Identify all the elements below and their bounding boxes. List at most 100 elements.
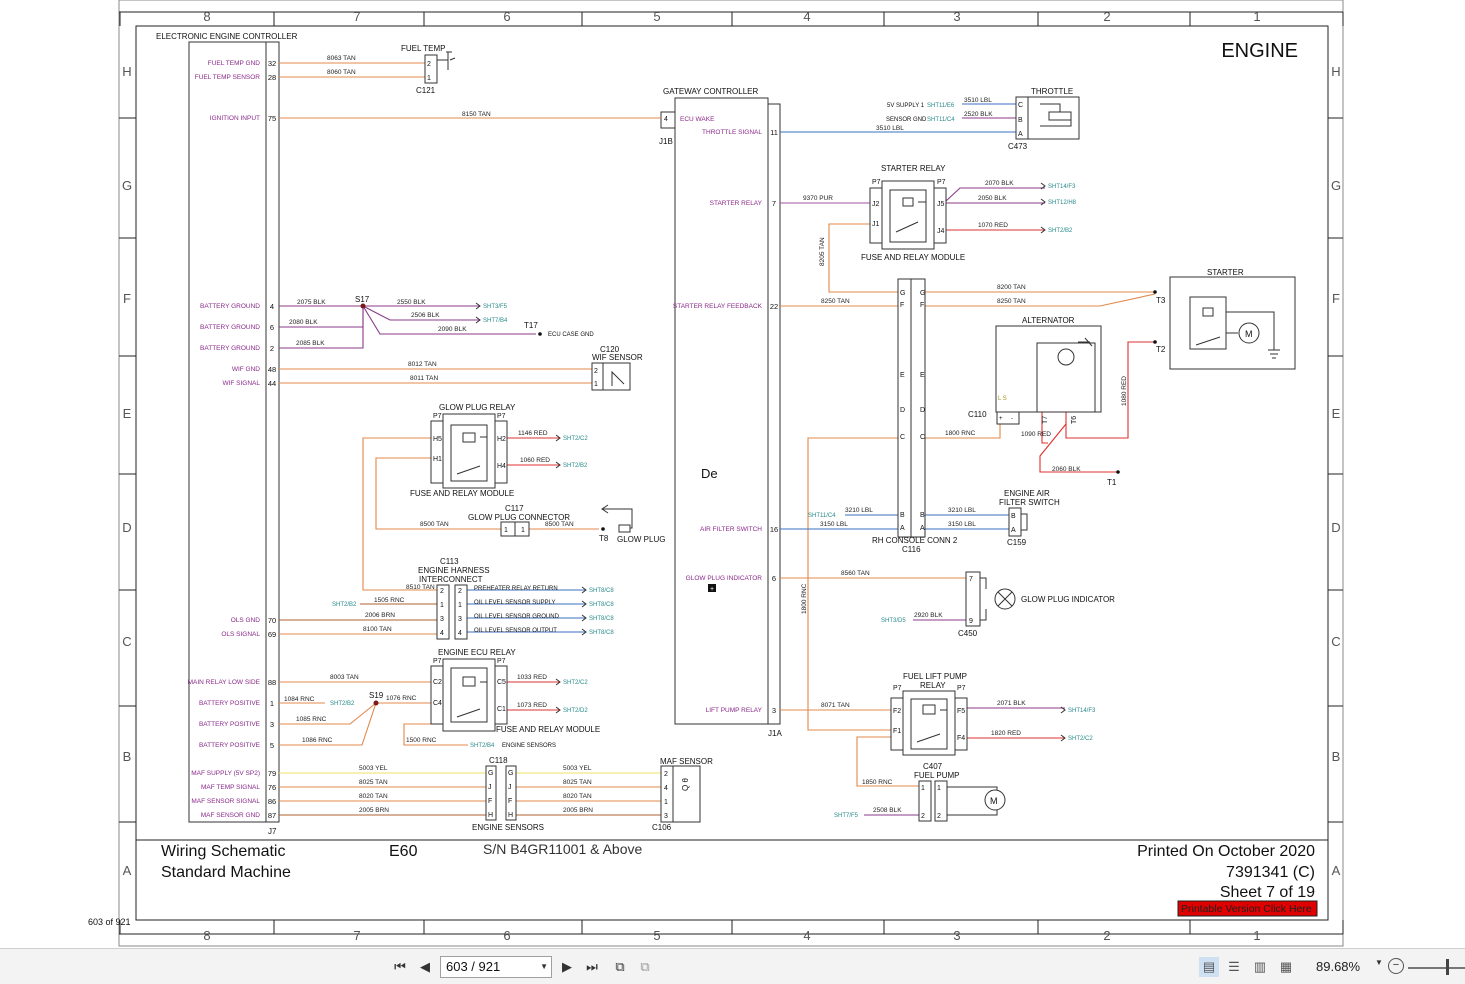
wire-label: 1073 RED [517, 702, 547, 709]
sheet-reference[interactable]: SHT8/C8 [589, 616, 614, 622]
wire-label: 8560 TAN [841, 570, 870, 577]
svg-text:T1: T1 [1107, 478, 1117, 487]
svg-text:1: 1 [937, 785, 941, 792]
sheet-number: Sheet 7 of 19 [1220, 884, 1315, 901]
continuous-facing-view-icon[interactable]: ▦ [1279, 959, 1293, 974]
sheet-reference[interactable]: SHT2/B4 [470, 743, 495, 749]
zoom-dropdown-icon[interactable]: ▼ [1375, 958, 1383, 967]
svg-text:G: G [508, 770, 513, 777]
facing-view-icon[interactable]: ▥ [1253, 959, 1267, 974]
sheet-reference[interactable]: SHT7/B4 [483, 318, 508, 324]
maf-sensor: MAF SENSOR 24 13 Q θ C106 [652, 757, 713, 832]
wire-label: 2506 BLK [411, 312, 440, 319]
svg-text:2: 2 [458, 588, 462, 595]
svg-text:SHT11/C4: SHT11/C4 [927, 117, 955, 123]
wire-label: 8150 TAN [462, 111, 491, 118]
wire-label: 2060 BLK [1052, 466, 1081, 473]
printable-version-button[interactable]: Printable Version Click Here [1177, 900, 1318, 917]
svg-text:C1: C1 [497, 706, 506, 713]
wire-label: 8250 TAN [997, 298, 1026, 305]
zoom-slider-thumb[interactable] [1446, 959, 1449, 975]
sheet-reference[interactable]: SHT3/D5 [881, 618, 906, 624]
grid-col-label: 2 [1103, 928, 1110, 943]
sheet-reference[interactable]: SHT2/B2 [330, 701, 355, 707]
wire [1041, 412, 1048, 444]
svg-text:T7: T7 [1042, 416, 1049, 424]
ecu-pin-label: BATTERY POSITIVE [199, 742, 261, 749]
svg-text:1: 1 [504, 527, 508, 534]
wire-label: 8071 TAN [821, 702, 850, 709]
document-number: 7391341 (C) [1226, 864, 1315, 881]
arrow-icon [475, 302, 481, 310]
svg-text:M: M [1245, 329, 1253, 339]
wire-label: 2508 BLK [873, 807, 902, 814]
gateway-pin-number: 22 [770, 302, 778, 311]
rotate-view-icon[interactable]: ⧉ [615, 959, 625, 974]
sheet-reference[interactable]: SHT7/F5 [834, 813, 859, 819]
zoom-slider[interactable] [1408, 967, 1465, 969]
svg-text:D: D [920, 407, 925, 414]
wire-label: 1070 RED [978, 222, 1008, 229]
wire-label: 2050 BLK [978, 195, 1007, 202]
svg-text:+: + [710, 586, 714, 593]
copy-view-icon[interactable]: ⧉ [640, 959, 650, 974]
sheet-reference[interactable]: SHT2/C2 [1068, 736, 1093, 742]
sheet-reference[interactable]: SHT11/C4 [808, 513, 836, 519]
svg-text:E: E [900, 372, 905, 379]
sheet-reference[interactable]: SHT2/D2 [563, 708, 588, 714]
ecu-pin-number: 86 [268, 797, 276, 806]
zoom-level[interactable]: 89.68% [1316, 959, 1361, 974]
svg-text:G: G [900, 290, 905, 297]
last-page-button[interactable]: ⏭ [586, 959, 598, 974]
wire [362, 305, 536, 335]
wif-sensor: C120 WIF SENSOR 21 [591, 345, 643, 391]
svg-text:F: F [920, 302, 924, 309]
grid-row-label: G [1331, 178, 1341, 193]
ecu-pin-label: BATTERY POSITIVE [199, 700, 261, 707]
previous-page-button[interactable]: ◀ [420, 959, 430, 974]
svg-text:ENGINE ECU RELAY: ENGINE ECU RELAY [438, 648, 516, 657]
sheet-reference[interactable]: SHT14/F3 [1048, 184, 1076, 190]
wire [279, 306, 364, 349]
sheet-reference[interactable]: SHT8/C8 [589, 630, 614, 636]
sheet-reference[interactable]: SHT12/H8 [1048, 200, 1077, 206]
wire-label: 1084 RNC [284, 696, 315, 703]
wire [925, 293, 1156, 307]
page-number-input[interactable]: 603 / 921 ▼ [440, 956, 552, 978]
ecu-pin-label: BATTERY GROUND [200, 324, 260, 331]
chevron-down-icon[interactable]: ▼ [540, 962, 548, 971]
sheet-reference[interactable]: SHT2/B2 [563, 463, 588, 469]
arrow-icon [555, 678, 561, 686]
wire [807, 437, 898, 731]
first-page-button[interactable]: ⏮ [394, 959, 406, 974]
sheet-reference[interactable]: SHT8/C8 [589, 602, 614, 608]
ecu-pin-number: 88 [268, 678, 276, 687]
svg-text:B: B [900, 512, 905, 519]
svg-text:4: 4 [440, 630, 444, 637]
svg-text:H5: H5 [433, 436, 442, 443]
wire [945, 187, 1045, 202]
svg-text:ALTERNATOR: ALTERNATOR [1022, 316, 1075, 325]
sheet-reference[interactable]: SHT2/C2 [563, 680, 588, 686]
sheet-reference[interactable]: SHT3/F5 [483, 304, 508, 310]
svg-text:THROTTLE: THROTTLE [1031, 87, 1073, 96]
next-page-button[interactable]: ▶ [562, 959, 572, 974]
single-page-view-icon[interactable]: ▤ [1199, 957, 1219, 977]
wire-label: 3510 LBL [876, 125, 904, 132]
wire-label: 2075 BLK [297, 299, 326, 306]
svg-text:C: C [900, 434, 905, 441]
sheet-reference[interactable]: SHT8/C8 [589, 588, 614, 594]
grid-row-label: A [123, 863, 132, 878]
svg-text:J1: J1 [872, 221, 880, 228]
sheet-reference[interactable]: SHT2/B2 [1048, 228, 1073, 234]
zoom-out-button[interactable]: − [1388, 958, 1404, 974]
sheet-reference[interactable]: SHT2/C2 [563, 436, 588, 442]
svg-text:FUEL TEMP: FUEL TEMP [401, 44, 445, 53]
wire-label: 5003 YEL [563, 765, 592, 772]
continuous-view-icon[interactable]: ☰ [1228, 959, 1240, 974]
ecu-pin-number: 2 [270, 344, 274, 353]
sheet-reference[interactable]: SHT2/B2 [332, 602, 357, 608]
sheet-reference[interactable]: SHT14/F3 [1068, 708, 1096, 714]
